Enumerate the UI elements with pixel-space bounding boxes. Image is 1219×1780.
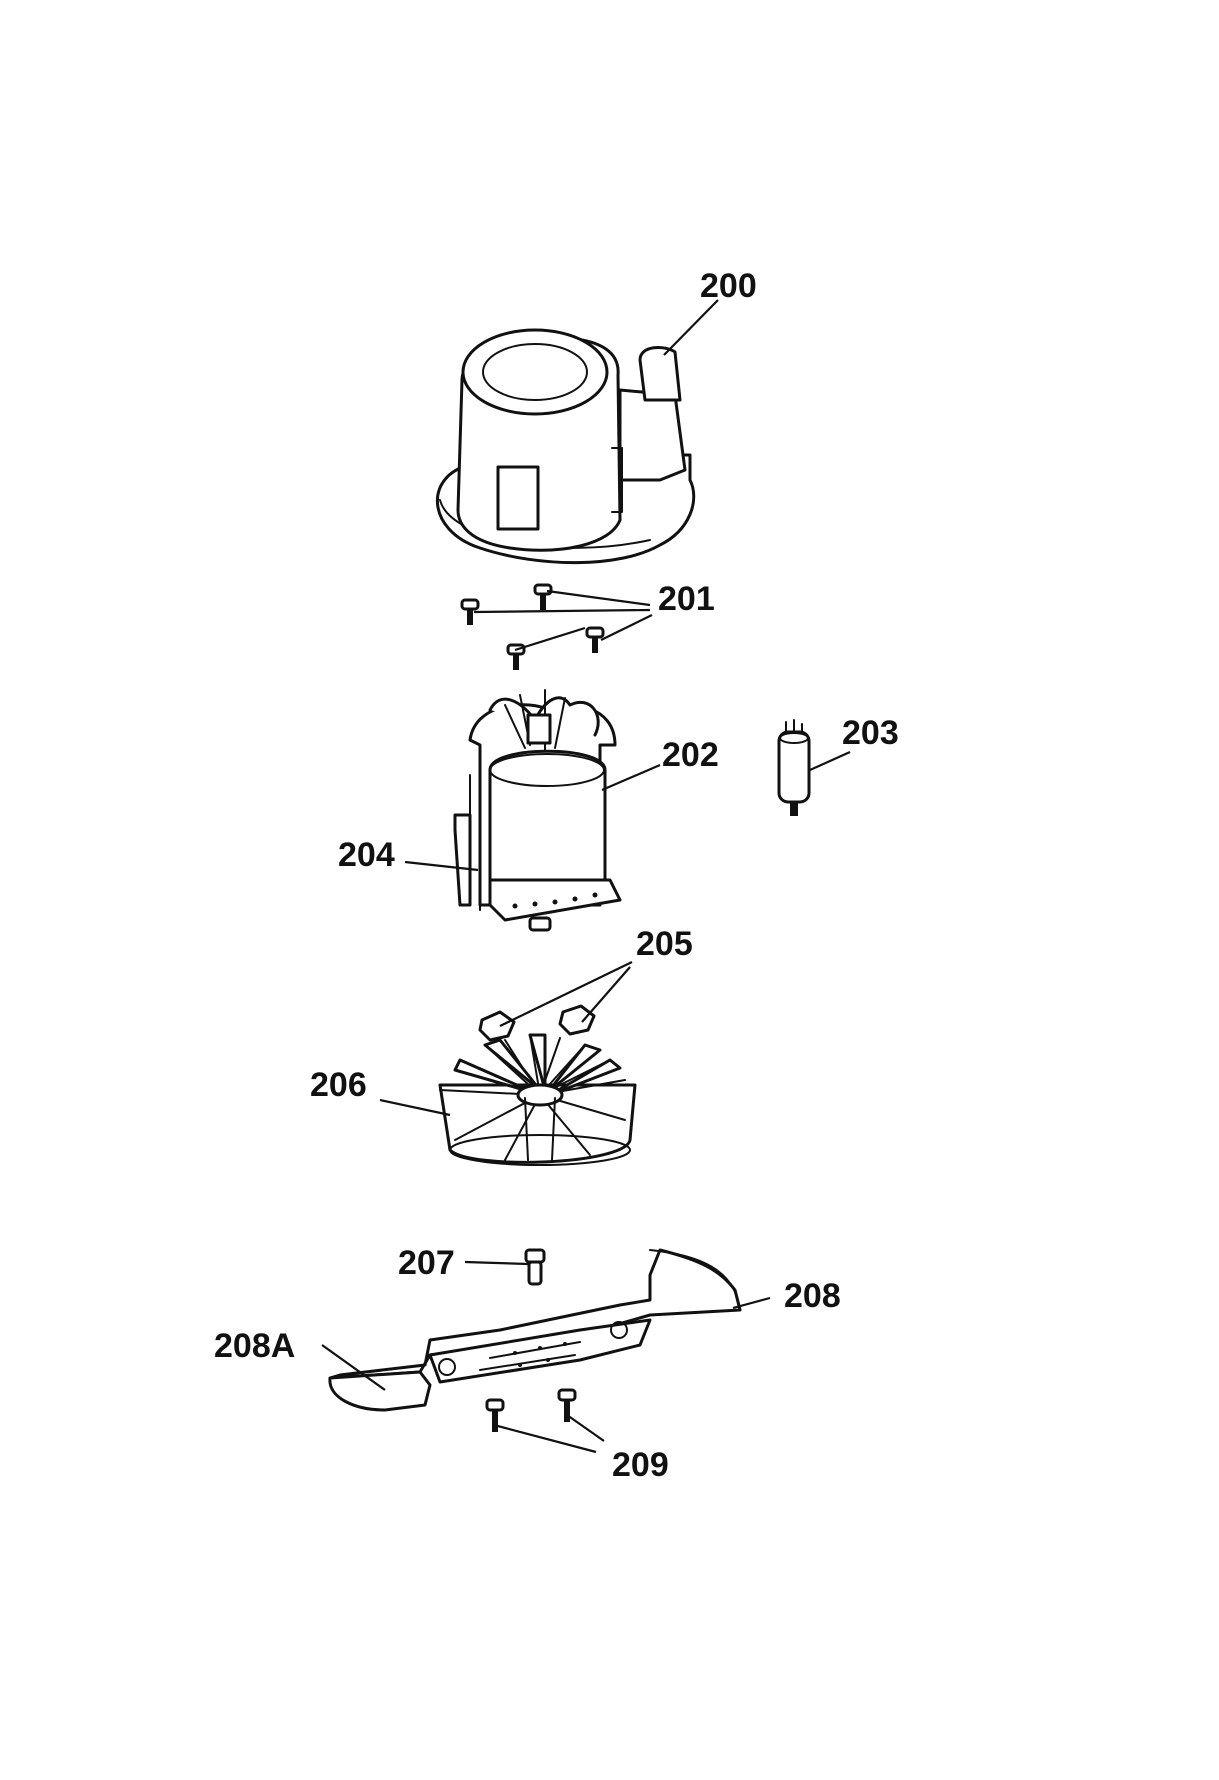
leader-lines [321, 299, 851, 1454]
label-200: 200 [700, 267, 757, 305]
capacitor-part-203 [777, 719, 811, 816]
blade-part-208 [328, 1248, 742, 1412]
label-205: 205 [636, 925, 693, 963]
label-203: 203 [842, 714, 899, 752]
label-206: 206 [310, 1066, 367, 1104]
label-208A: 208A [214, 1327, 295, 1365]
label-201: 201 [658, 580, 715, 618]
label-209: 209 [612, 1446, 669, 1484]
screws-part-209 [485, 1388, 577, 1432]
screw-part-207 [524, 1248, 546, 1286]
stator-part-202 [453, 689, 622, 932]
label-207: 207 [398, 1244, 455, 1282]
nuts-part-205 [478, 1004, 596, 1042]
label-204: 204 [338, 836, 395, 874]
label-208: 208 [784, 1277, 841, 1315]
fan-part-206 [438, 1033, 637, 1166]
motor-cover-part-200 [435, 328, 696, 565]
label-202: 202 [662, 736, 719, 774]
screws-part-201 [460, 583, 605, 670]
